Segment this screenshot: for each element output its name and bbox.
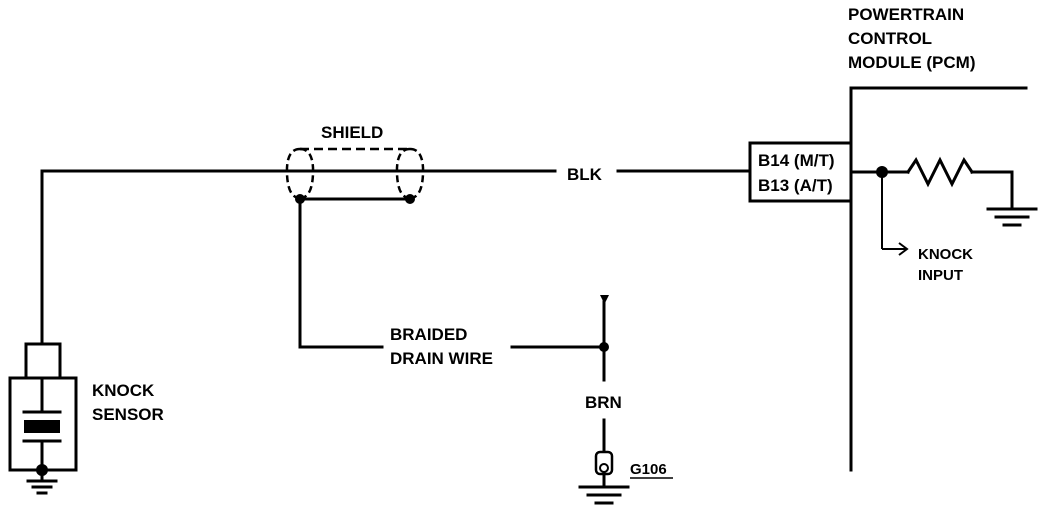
shield-label: SHIELD [321, 123, 383, 142]
pcm-title-line-2: CONTROL [848, 29, 932, 48]
drain-wire-label-line-1: BRAIDED [390, 325, 467, 344]
sensor-label-line-1: KNOCK [92, 381, 155, 400]
pcm-title-line-3: MODULE (PCM) [848, 53, 975, 72]
ground-wire [599, 295, 609, 454]
knock-input-line-1: KNOCK [918, 246, 973, 263]
knock-input-line-2: INPUT [918, 267, 963, 284]
pcm-internal-circuit [849, 156, 1038, 256]
pcm-connector: B14 (M/T) B13 (A/T) [748, 141, 853, 203]
pcm-title-line-1: POWERTRAIN [848, 5, 964, 24]
connector-pin-mt: B14 (M/T) [758, 151, 835, 170]
drain-wire [298, 197, 606, 349]
sensor-label-line-2: SENSOR [92, 405, 164, 424]
knock-sensor-symbol [8, 169, 78, 495]
ground-id-label: G106 [630, 461, 667, 478]
shield [285, 147, 425, 204]
ground-g106-symbol [578, 450, 630, 505]
wire-color-blk: BLK [567, 165, 603, 184]
drain-wire-label-line-2: DRAIN WIRE [390, 349, 493, 368]
wire-color-brn: BRN [585, 393, 622, 412]
connector-pin-at: B13 (A/T) [758, 176, 833, 195]
